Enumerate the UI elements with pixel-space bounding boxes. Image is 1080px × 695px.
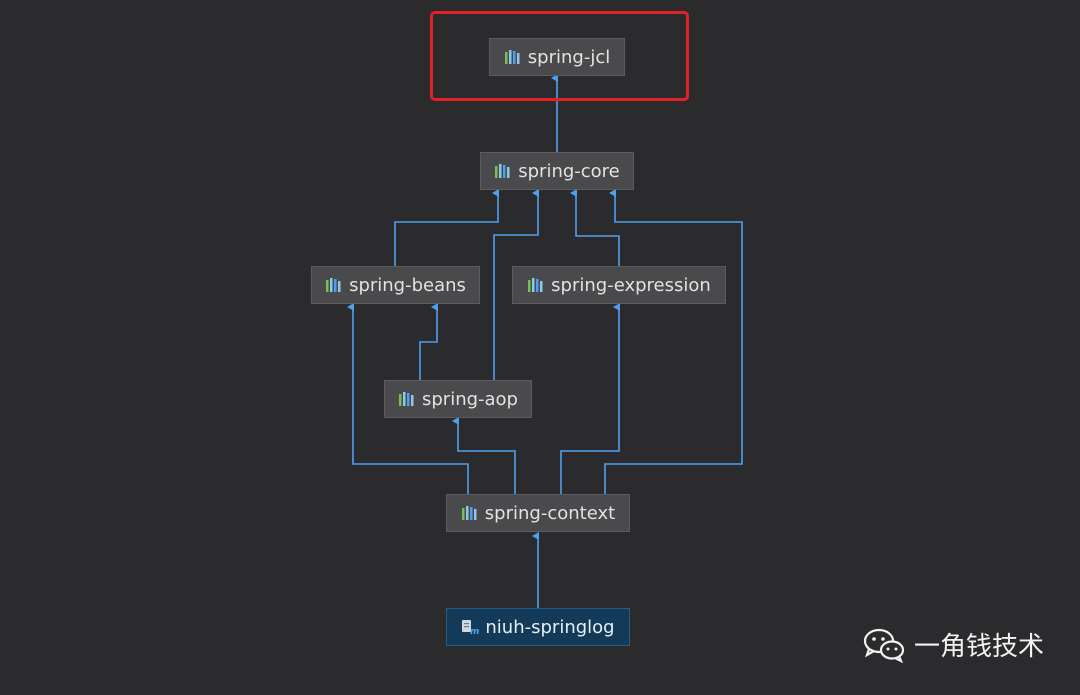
edge-context-beans [347, 303, 469, 494]
edge-beans-core [394, 189, 499, 266]
maven-module-icon: m [462, 620, 479, 635]
edge-context-expression [560, 303, 620, 494]
node-spring-expression[interactable]: spring-expression [512, 266, 726, 304]
edge-context-aop [452, 417, 516, 494]
library-icon [326, 278, 341, 292]
node-label: spring-context [484, 502, 616, 524]
node-spring-aop[interactable]: spring-aop [384, 380, 532, 418]
library-icon [398, 392, 414, 406]
svg-text:m: m [470, 627, 479, 635]
library-icon [495, 164, 510, 178]
watermark-text: 一角钱技术 [914, 632, 1045, 662]
node-label: spring-expression [551, 274, 711, 296]
library-icon [504, 50, 520, 64]
node-spring-beans[interactable]: spring-beans [311, 266, 480, 304]
node-spring-core[interactable]: spring-core [480, 152, 634, 190]
node-niuh-springlog[interactable]: m niuh-springlog [446, 608, 630, 646]
wechat-icon [863, 628, 905, 663]
edge-context-core [604, 189, 743, 494]
node-label: spring-beans [349, 274, 466, 296]
node-label: spring-jcl [527, 46, 611, 68]
node-label: niuh-springlog [485, 616, 615, 638]
node-label: spring-aop [421, 388, 518, 410]
node-spring-context[interactable]: spring-context [446, 494, 630, 532]
watermark: 一角钱技术 [862, 626, 1044, 663]
library-icon [528, 278, 543, 292]
edge-expression-core [570, 189, 620, 266]
highlight-box [430, 11, 689, 101]
edge-aop-beans [419, 303, 438, 380]
node-label: spring-core [518, 160, 620, 182]
library-icon [461, 506, 477, 520]
node-spring-jcl[interactable]: spring-jcl [489, 38, 625, 76]
edge-aop-core [493, 189, 539, 380]
